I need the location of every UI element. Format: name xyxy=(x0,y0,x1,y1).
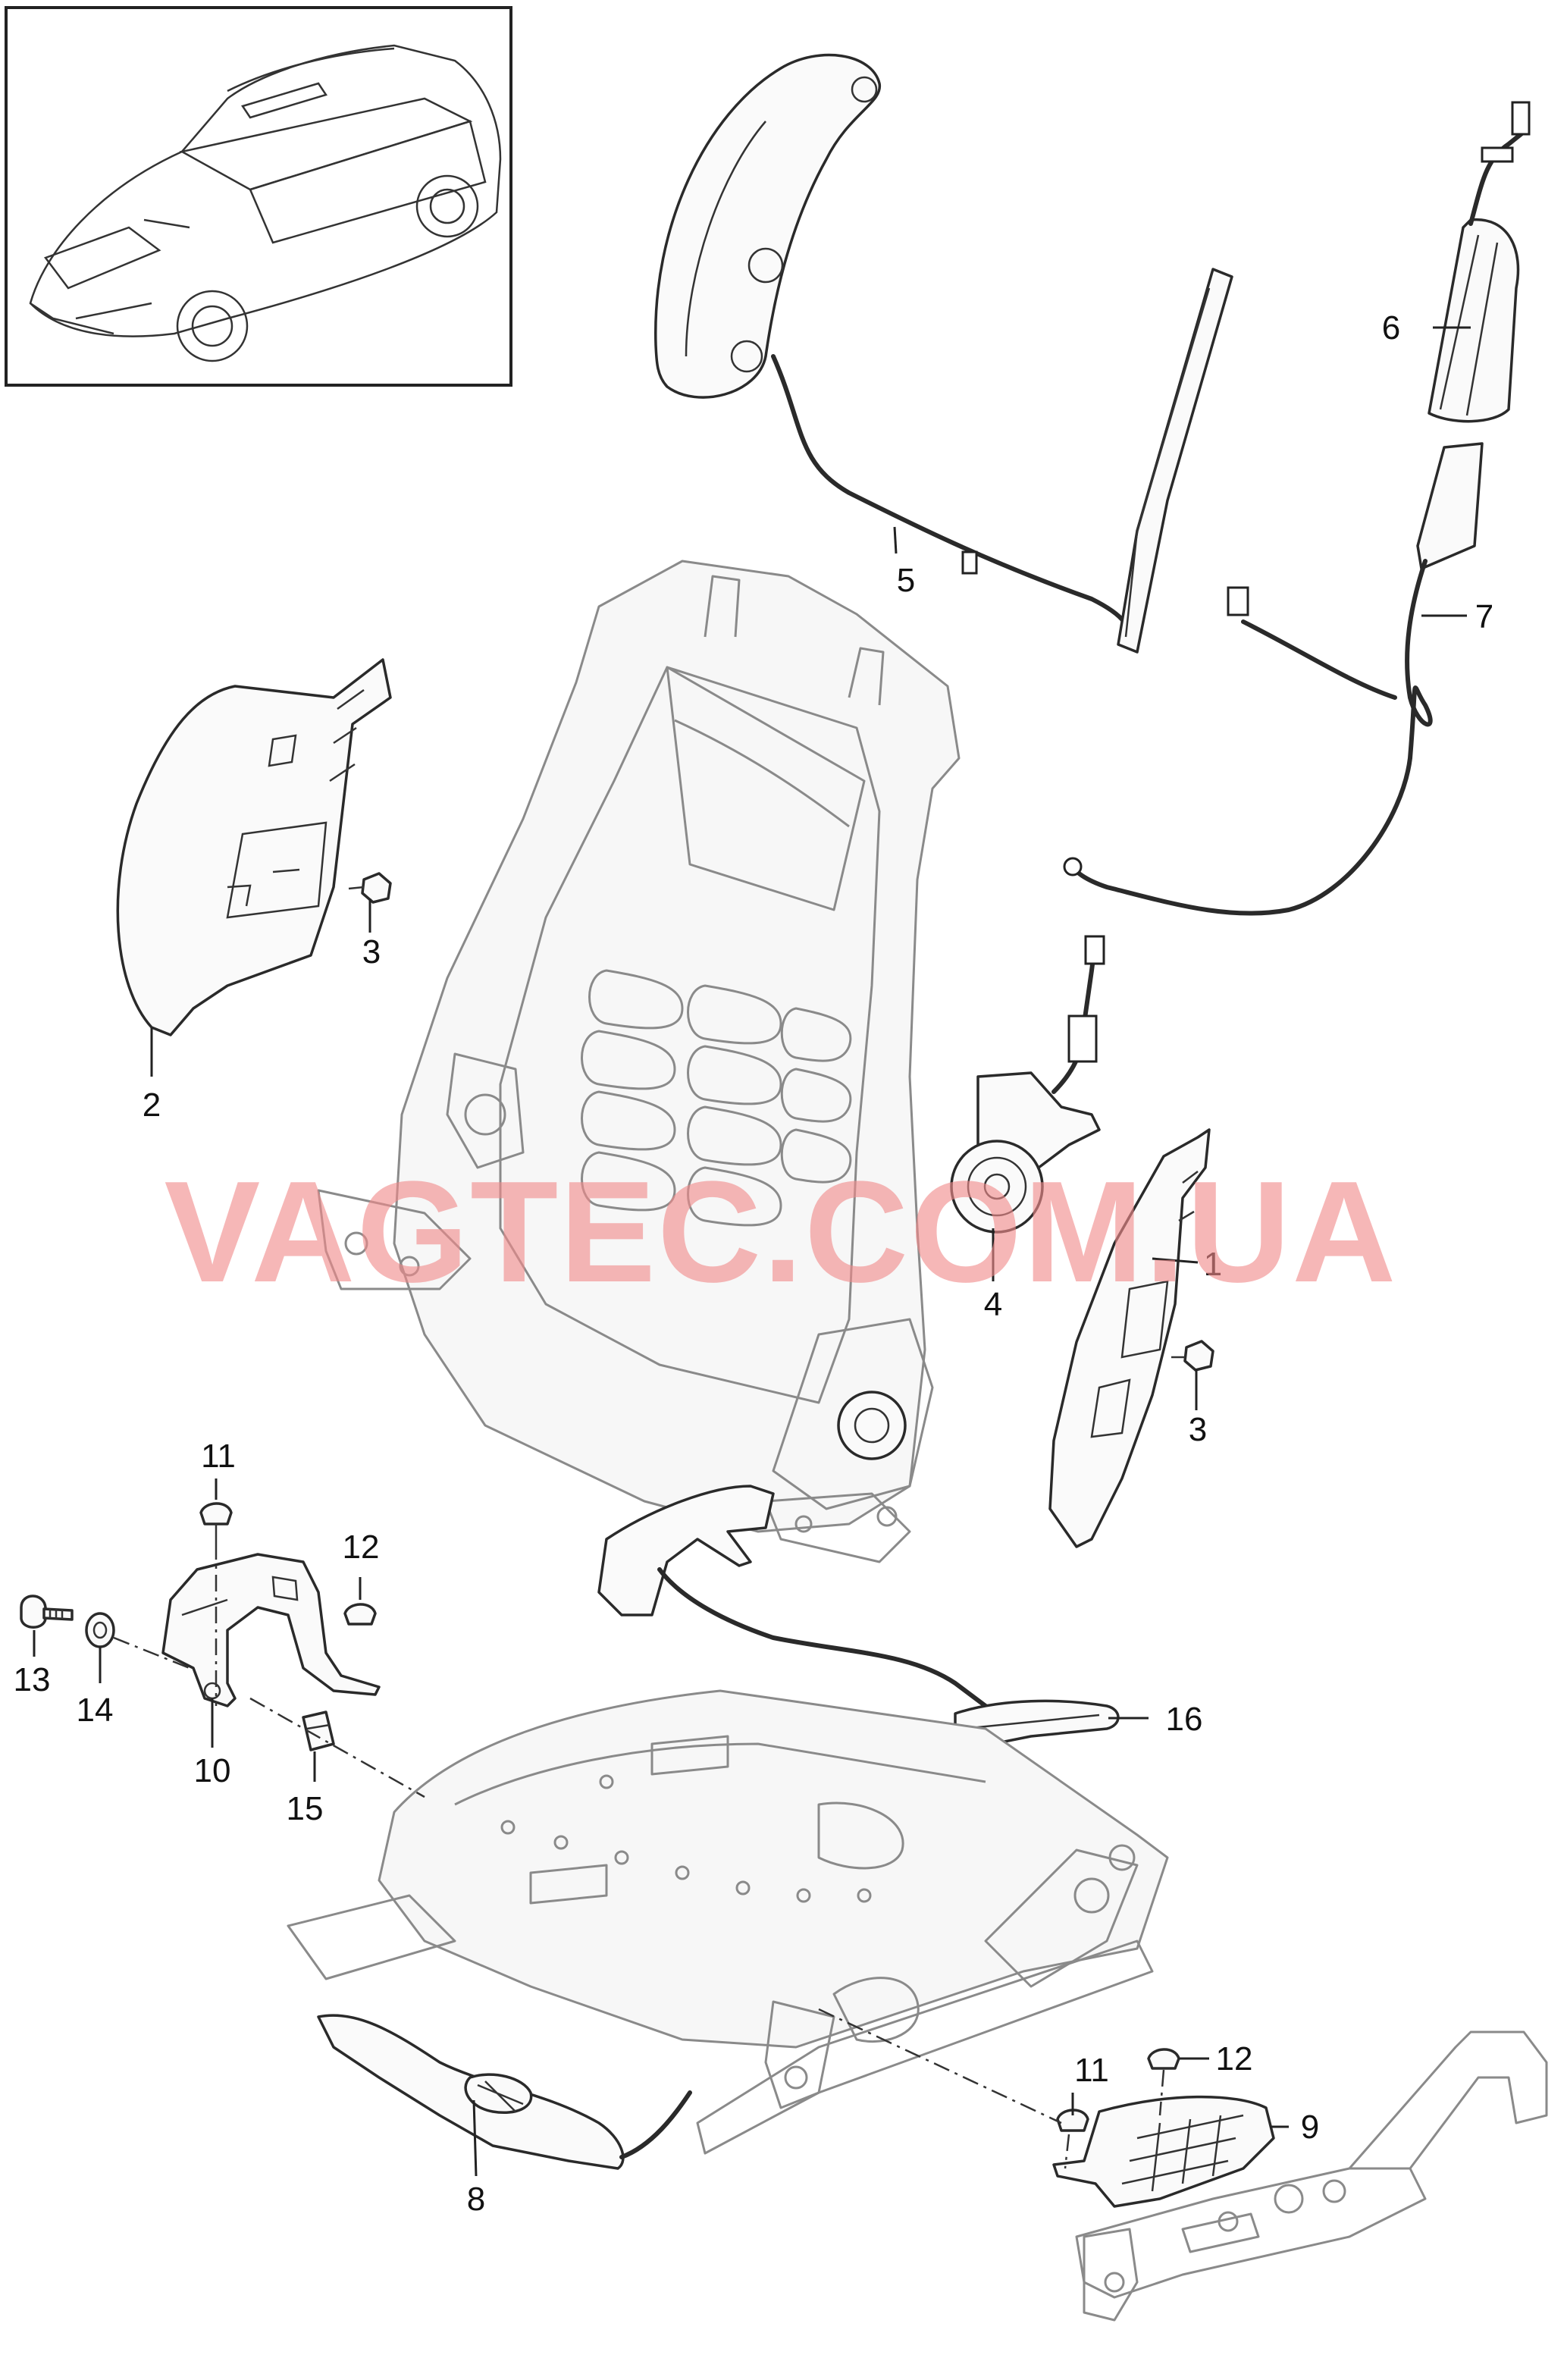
callout-2: 2 xyxy=(143,1087,161,1124)
side-trim-panel-part-2 xyxy=(116,658,392,1036)
callout-13: 13 xyxy=(14,1661,51,1698)
clip-part-11-upper xyxy=(199,1502,233,1543)
callout-4: 4 xyxy=(984,1286,1002,1323)
seat-cushion-part-16 xyxy=(597,1485,1120,1780)
callout-11-lower: 11 xyxy=(1074,2052,1109,2089)
callout-3-right: 3 xyxy=(1189,1411,1207,1448)
callout-7: 7 xyxy=(1475,598,1493,635)
callout-9: 9 xyxy=(1301,2109,1319,2146)
wiring-harness-part-7 xyxy=(1063,442,1484,916)
installation-line-upper xyxy=(113,1543,425,1798)
callout-6: 6 xyxy=(1382,309,1400,346)
leader-lines xyxy=(33,326,1471,2177)
headrest-part-5 xyxy=(654,53,1130,647)
clip-part-11-lower xyxy=(1056,2109,1089,2132)
installation-line-lower xyxy=(818,2008,1165,2169)
seat-adjuster-mechanism xyxy=(1075,2030,1548,2322)
callout-1: 1 xyxy=(1204,1246,1222,1283)
seat-backrest-frame xyxy=(317,560,961,1563)
callout-12-upper: 12 xyxy=(343,1529,380,1566)
trim-cover-part-8 xyxy=(317,2014,692,2170)
clip-part-12-upper xyxy=(343,1603,377,1626)
callout-labels: 5 6 7 3 2 1 4 3 11 12 13 14 10 15 16 8 1… xyxy=(14,309,1494,2218)
callout-5: 5 xyxy=(897,562,915,599)
side-trim-panel-part-1 xyxy=(1048,1128,1211,1548)
callout-12-lower: 12 xyxy=(1216,2040,1253,2077)
vehicle-thumbnail xyxy=(5,6,512,387)
callout-10: 10 xyxy=(194,1752,231,1789)
callout-8: 8 xyxy=(467,2181,485,2218)
callout-3-left: 3 xyxy=(362,933,381,971)
backrest-trim-strip xyxy=(1117,268,1233,654)
callout-16: 16 xyxy=(1166,1701,1203,1738)
callout-11-upper: 11 xyxy=(201,1438,236,1475)
seat-ventilation-fan-part-4 xyxy=(950,935,1105,1234)
bolt-part-13 xyxy=(20,1595,74,1629)
seat-base-frame xyxy=(287,1689,1169,2155)
watermark: VAGTEC.COM.UA xyxy=(165,1152,1398,1312)
bracket-part-10 xyxy=(161,1553,381,1707)
washer-part-14 xyxy=(85,1612,115,1648)
nut-part-3-right xyxy=(1171,1340,1214,1372)
nut-part-3-left xyxy=(348,872,392,904)
clip-part-12-lower xyxy=(1147,2048,1180,2070)
cover-part-9 xyxy=(1052,2095,1275,2208)
callout-15: 15 xyxy=(287,1790,324,1827)
airbag-module-part-6 xyxy=(1428,101,1531,423)
callout-14: 14 xyxy=(77,1692,114,1729)
